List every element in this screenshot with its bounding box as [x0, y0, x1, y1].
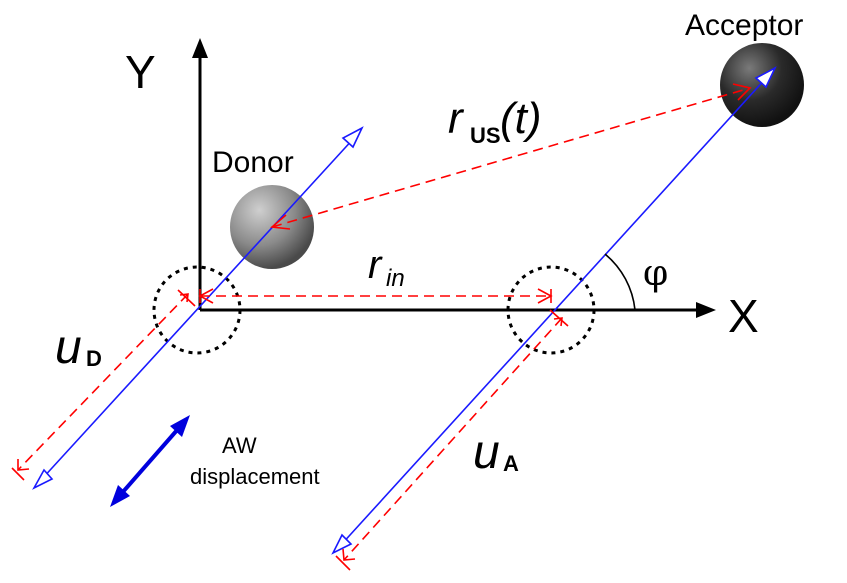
u-d-displacement [11, 289, 196, 481]
axes: Y X [125, 38, 759, 342]
u-a-displacement [335, 309, 569, 571]
aw-arrowhead-top [170, 415, 190, 437]
donor-label: Donor [212, 146, 294, 179]
x-axis-label: X [728, 290, 759, 342]
u-d-label: u D [55, 321, 102, 374]
acceptor-vector-head-bottom [331, 533, 353, 555]
r-in-label: r in [368, 243, 405, 292]
x-axis-arrowhead [696, 302, 716, 318]
u-a-label: u A [473, 426, 519, 479]
aw-displacement-arrow [110, 415, 190, 507]
phi-label: φ [643, 253, 668, 294]
r-in-sub: in [386, 265, 405, 292]
donor-equilibrium-circle [152, 265, 242, 355]
y-axis-label: Y [125, 46, 156, 98]
aw-label-line2: displacement [190, 464, 320, 489]
r-us-main: r [448, 94, 465, 143]
r-us-suffix: (t) [500, 94, 542, 143]
y-axis-arrowhead [192, 38, 208, 58]
acceptor-label: Acceptor [685, 9, 803, 42]
donor-vector [32, 126, 364, 490]
u-d-sub: D [86, 346, 102, 371]
r-in-vector [198, 288, 553, 304]
acceptor-vector [331, 66, 777, 555]
r-us-vector [270, 83, 752, 230]
r-in-main: r [368, 243, 383, 287]
u-a-main: u [473, 426, 500, 479]
donor-vector-head-top [341, 126, 364, 149]
u-a-sub: A [503, 451, 519, 476]
acceptor-vector-head-top [754, 66, 777, 89]
phi-angle-arc [604, 253, 636, 311]
u-d-main: u [55, 321, 82, 374]
r-us-label: r US (t) [448, 94, 542, 148]
acceptor-equilibrium-circle [506, 265, 596, 355]
r-us-sub: US [470, 123, 501, 148]
aw-label-line1: AW [222, 433, 257, 458]
aw-arrowhead-bottom [110, 485, 130, 507]
donor-vector-head-bottom [32, 468, 54, 490]
